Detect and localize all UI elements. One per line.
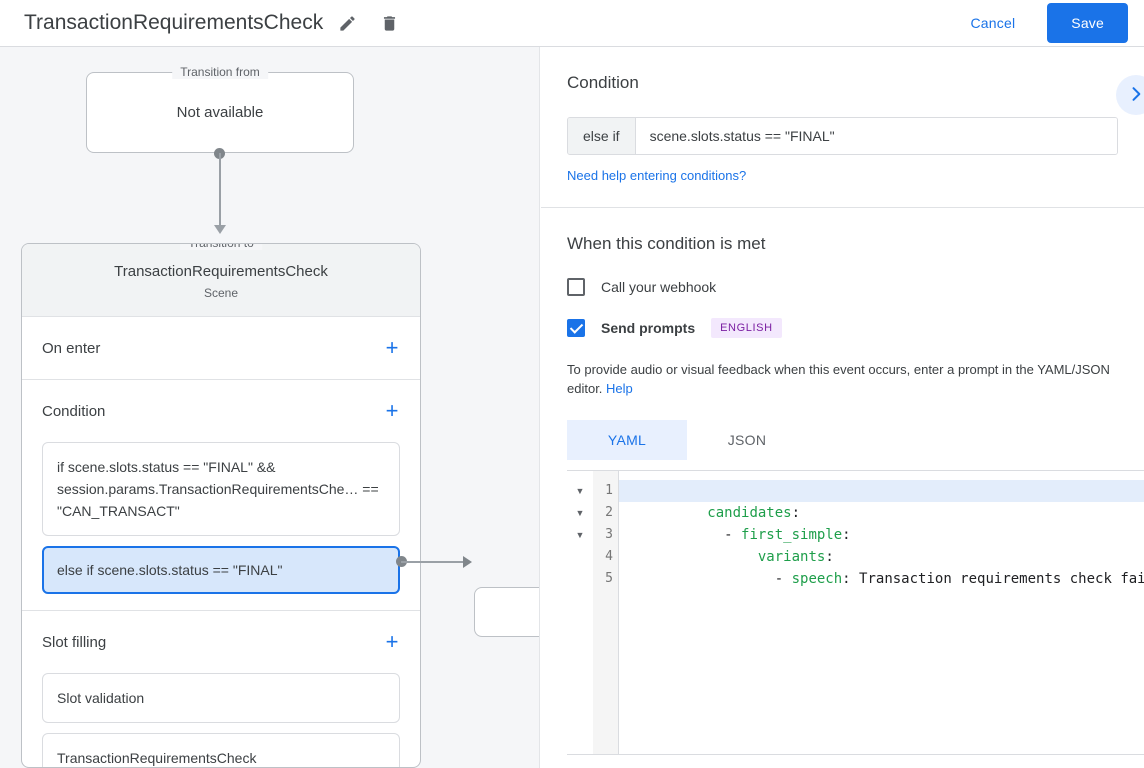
webhook-checkbox-row[interactable]: Call your webhook — [567, 278, 1118, 296]
page-title: TransactionRequirementsCheck — [24, 11, 324, 34]
line-number: 2 — [605, 505, 613, 520]
fold-toggle-icon[interactable]: ▼ — [575, 530, 585, 540]
section-header-slot-filling: Slot filling + — [22, 611, 420, 673]
slot-filling-item[interactable]: Slot validation — [42, 673, 400, 723]
transition-to-legend: Transition to — [180, 244, 262, 250]
section-slot-filling: Slot filling + Slot validation Transacti… — [22, 611, 420, 767]
connector-line-horizontal — [401, 561, 465, 563]
chevron-right-icon — [1126, 84, 1144, 107]
transition-to-node[interactable]: Transition to TransactionRequirementsChe… — [21, 243, 421, 768]
add-on-enter-button[interactable]: + — [378, 334, 406, 362]
pencil-icon — [338, 14, 357, 33]
editor-code-area[interactable]: candidates: - first_simple: variants: - … — [619, 471, 1144, 754]
condition-prefix-label: else if — [568, 118, 636, 154]
line-number: 3 — [605, 527, 613, 542]
section-title-on-enter: On enter — [42, 339, 101, 357]
prompts-helper-sentence: To provide audio or visual feedback when… — [567, 362, 1110, 396]
code-indent: - — [707, 571, 792, 587]
line-number: 4 — [605, 549, 613, 564]
fold-spacer — [567, 568, 593, 590]
condition-input-row[interactable]: else if — [567, 117, 1118, 155]
yaml-editor[interactable]: ▼ ▼ ▼ 1 2 3 4 5 candidates: - first_simp… — [567, 470, 1144, 755]
condition-expression-input[interactable] — [635, 118, 1117, 154]
section-header-on-enter: On enter + — [22, 317, 420, 379]
send-prompts-label: Send prompts — [601, 320, 696, 336]
section-on-enter: On enter + — [22, 317, 420, 380]
section-header-condition: Condition + — [22, 380, 420, 442]
condition-help-link[interactable]: Need help entering conditions? — [567, 168, 747, 183]
cancel-button[interactable]: Cancel — [957, 6, 1030, 40]
scene-header: TransactionRequirementsCheck Scene — [22, 244, 420, 317]
slot-filling-item[interactable]: TransactionRequirementsCheck — [42, 733, 400, 767]
prompts-helper-text: To provide audio or visual feedback when… — [567, 360, 1118, 398]
call-webhook-checkbox[interactable] — [567, 278, 585, 296]
detail-condition-heading: Condition — [567, 73, 639, 92]
section-condition: Condition + if scene.slots.status == "FI… — [22, 380, 420, 611]
add-condition-button[interactable]: + — [378, 397, 406, 425]
scene-name: TransactionRequirementsCheck — [114, 263, 328, 280]
top-app-bar: TransactionRequirementsCheck Cancel Save — [0, 0, 1144, 47]
code-line[interactable]: - speech: Transaction requirements check… — [619, 546, 1144, 587]
code-key: speech — [791, 571, 843, 587]
edit-name-button[interactable] — [329, 5, 365, 41]
delete-button[interactable] — [371, 5, 407, 41]
language-badge: ENGLISH — [711, 318, 782, 338]
section-body-condition: if scene.slots.status == "FINAL" && sess… — [22, 442, 420, 610]
code-line[interactable]: variants: — [619, 524, 1144, 565]
save-button[interactable]: Save — [1047, 3, 1128, 43]
code-key: variants — [757, 549, 826, 565]
code-sep: : — [825, 549, 834, 565]
condition-item-selected[interactable]: else if scene.slots.status == "FINAL" — [42, 546, 400, 594]
code-line[interactable]: - first_simple: — [619, 502, 1144, 543]
tab-json[interactable]: JSON — [687, 420, 807, 460]
when-met-heading: When this condition is met — [567, 234, 766, 253]
detail-when-met-section: When this condition is met Call your web… — [541, 208, 1144, 768]
prompts-help-link[interactable]: Help — [606, 381, 633, 396]
fold-spacer — [567, 546, 593, 568]
graph-canvas[interactable]: Transition from Not available Transition… — [0, 47, 540, 768]
connector-arrow-down — [214, 225, 226, 234]
code-sep: : — [791, 505, 801, 521]
send-prompts-checkbox-row[interactable]: Send prompts ENGLISH — [567, 318, 1118, 338]
send-prompts-checkbox[interactable] — [567, 319, 585, 337]
detail-condition-section: Condition else if Need help entering con… — [541, 47, 1144, 208]
transition-from-legend: Transition from — [172, 65, 268, 79]
editor-format-tabs: YAML JSON — [567, 420, 1118, 460]
code-sep: : — [842, 527, 851, 543]
section-title-condition: Condition — [42, 402, 106, 420]
editor-fold-gutter[interactable]: ▼ ▼ ▼ — [567, 471, 593, 754]
fold-toggle-icon[interactable]: ▼ — [575, 508, 585, 518]
expand-panel-button[interactable] — [1116, 75, 1144, 115]
tab-yaml[interactable]: YAML — [567, 420, 687, 460]
code-key: candidates — [707, 505, 792, 521]
code-sep: : — [842, 571, 860, 587]
connector-arrow-right — [463, 556, 472, 568]
transition-from-node[interactable]: Transition from Not available — [86, 65, 354, 153]
code-line[interactable]: candidates: — [619, 480, 1144, 521]
code-indent — [707, 549, 758, 565]
condition-item[interactable]: if scene.slots.status == "FINAL" && sess… — [42, 442, 400, 536]
section-body-slot-filling: Slot validation TransactionRequirementsC… — [22, 673, 420, 767]
scene-type: Scene — [203, 286, 239, 300]
line-number: 5 — [605, 571, 613, 586]
line-number: 1 — [605, 483, 613, 498]
code-key: first_simple — [741, 527, 843, 543]
code-indent: - — [707, 527, 742, 543]
detail-panel: Condition else if Need help entering con… — [541, 47, 1144, 768]
section-title-slot-filling: Slot filling — [42, 633, 107, 651]
target-node-partial[interactable] — [474, 587, 539, 637]
editor-line-number-gutter: 1 2 3 4 5 — [593, 471, 619, 754]
fold-toggle-icon[interactable]: ▼ — [575, 486, 585, 496]
code-value: Transaction requirements check failed — [859, 571, 1144, 587]
trash-icon — [380, 14, 399, 33]
add-slot-filling-button[interactable]: + — [378, 628, 406, 656]
call-webhook-label: Call your webhook — [601, 279, 717, 295]
transition-from-value: Not available — [176, 104, 264, 121]
connector-line-vertical — [219, 153, 221, 228]
